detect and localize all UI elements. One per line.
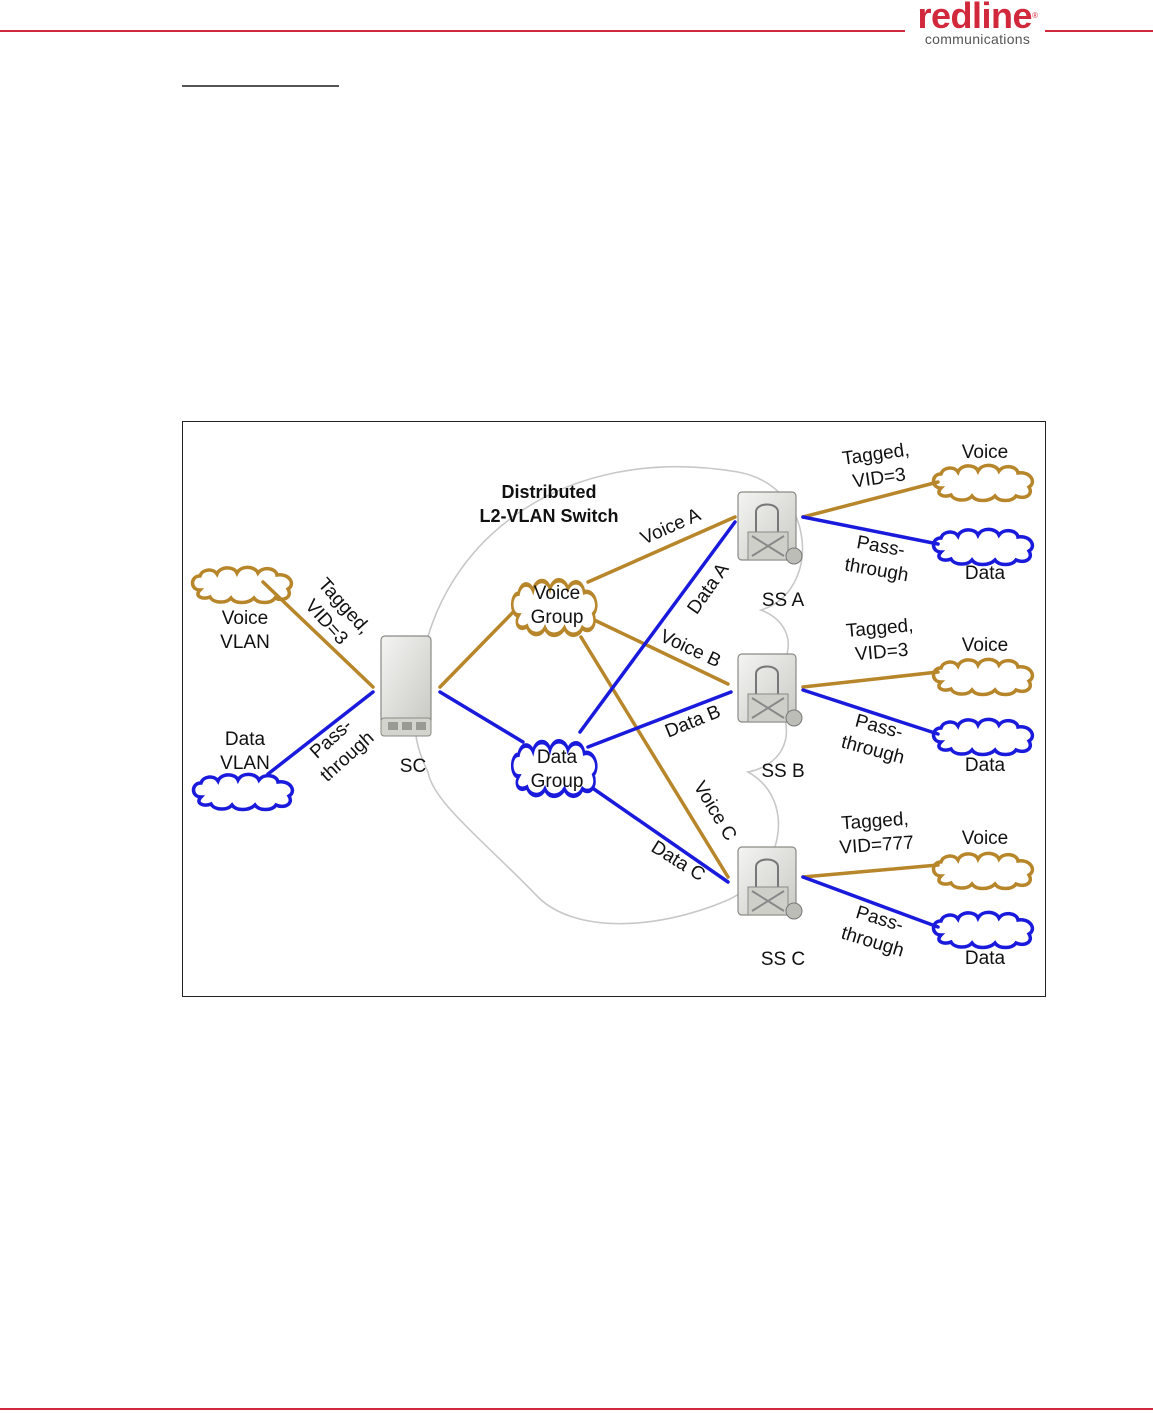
logo-word: redline (917, 0, 1033, 36)
footer-rule (0, 1408, 1153, 1410)
link-ssb-voice (801, 670, 940, 689)
link-data-b (586, 690, 733, 749)
ss-c-tagged-label: Tagged, VID=777 (839, 809, 915, 859)
ss-c-voice-label: Voice (962, 828, 1008, 849)
voice-group-label-line2: Group (531, 607, 584, 628)
link-voice-c (579, 635, 730, 879)
ss-b-tagged-line1: Tagged, (845, 615, 914, 642)
link-ssc-voice (801, 863, 940, 879)
ss-b-label: SS B (761, 761, 804, 782)
link-ssb-data (801, 688, 940, 736)
ssc-voice-cloud (931, 851, 1035, 891)
header-rule-right (1045, 30, 1153, 32)
data-vlan-cloud (191, 772, 295, 812)
ssb-data-cloud (931, 717, 1035, 757)
ss-c-tagged-line2: VID=777 (839, 832, 915, 858)
ss-c-label: SS C (761, 949, 805, 970)
header-rule-left (0, 30, 905, 32)
ss-a-pass-label: Pass- through (843, 532, 910, 586)
ss-b-station (737, 653, 803, 727)
redline-logo: redline® communications (910, 0, 1045, 48)
data-group-label-line2: Group (531, 771, 584, 792)
ss-a-station (737, 491, 803, 565)
ss-b-pass-label: Pass- through (839, 711, 907, 769)
switch-title-line1: Distributed (501, 482, 596, 502)
ss-b-tagged-label: Tagged, VID=3 (845, 615, 914, 666)
ss-a-tagged-line2: VID=3 (851, 464, 907, 492)
sc-label: SC (400, 756, 426, 777)
voice-vlan-label-line1: Voice (222, 608, 268, 629)
data-a-label: Data A (684, 559, 734, 618)
sc-base-station (380, 635, 432, 737)
voice-links (261, 480, 940, 879)
ss-c-station (737, 846, 803, 920)
logo-tagline: communications (924, 31, 1031, 47)
ss-a-label: SS A (762, 590, 805, 611)
ssa-data-cloud (931, 527, 1035, 567)
ss-a-voice-label: Voice (962, 442, 1008, 463)
link-sc-voice-group (438, 600, 525, 689)
ss-c-tagged-line1: Tagged, (840, 809, 909, 835)
ssa-voice-cloud (931, 463, 1035, 503)
data-vlan-label-line1: Data (225, 729, 266, 750)
link-ssc-data (801, 875, 940, 929)
switch-outline (414, 465, 804, 925)
data-vlan-label-line2: VLAN (220, 753, 270, 774)
data-c-label: Data C (647, 837, 708, 886)
ss-c-pass-label: Pass- through (839, 902, 907, 962)
data-links (266, 515, 940, 929)
voice-vlan-cloud (190, 565, 294, 605)
registered-mark: ® (1032, 11, 1038, 20)
ss-b-data-label: Data (965, 755, 1006, 776)
link-data-c (589, 785, 730, 884)
link-data-vlan-sc (266, 690, 375, 776)
ssb-voice-cloud (931, 657, 1035, 697)
section-heading-rule (182, 85, 339, 87)
link-sc-data-group (438, 690, 525, 744)
voice-c-label: Voice C (689, 778, 741, 845)
link-ssa-data (801, 515, 940, 546)
voice-vlan-label-line2: VLAN (220, 632, 270, 653)
voice-group-label-line1: Voice (534, 583, 580, 604)
ssc-data-cloud (931, 910, 1035, 950)
link-voice-a (586, 515, 737, 584)
ss-b-tagged-line2: VID=3 (854, 640, 909, 666)
vlan-diagram: Distributed L2-VLAN Switch Voice VLAN Da… (190, 440, 1035, 970)
sc-pass-label: Pass- through (306, 715, 378, 786)
data-group-label-line1: Data (537, 747, 578, 768)
sc-tagged-label: Tagged, VID=3 (301, 574, 375, 649)
ss-a-data-label: Data (965, 563, 1006, 584)
ss-b-voice-label: Voice (962, 635, 1008, 656)
link-voice-b (586, 615, 730, 686)
link-data-a (578, 520, 737, 734)
ss-a-tagged-label: Tagged, VID=3 (841, 440, 911, 493)
switch-title-line2: L2-VLAN Switch (479, 506, 618, 526)
voice-a-label: Voice A (638, 504, 705, 549)
vlan-diagram-figure: Distributed L2-VLAN Switch Voice VLAN Da… (182, 421, 1046, 997)
ss-c-data-label: Data (965, 948, 1006, 969)
link-ssa-voice (801, 480, 940, 519)
